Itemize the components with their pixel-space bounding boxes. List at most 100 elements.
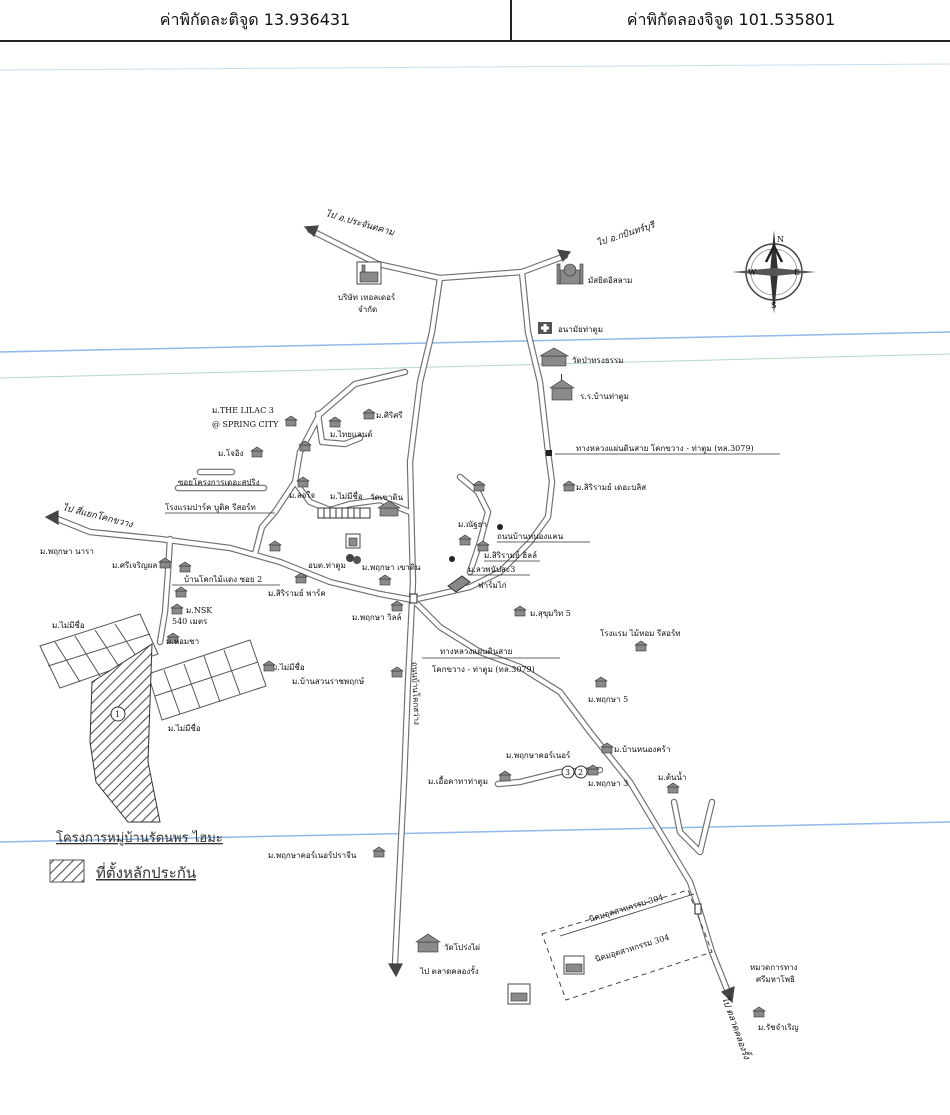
label-lawanpla: ม.ลวพนัปสะ3 [468, 565, 515, 574]
dot-marker [449, 556, 455, 562]
arrow-icon [720, 986, 735, 1004]
label-sirirat: ม.ณัฐธา [458, 520, 487, 529]
label-traffic-police: หมวดการทาง [750, 963, 798, 972]
header-divider [510, 0, 512, 40]
house-icon [390, 600, 404, 612]
label-no-name-1: ม.ไม่มีชื่อ [330, 490, 363, 501]
label-to-market: ไป ตลาดคลองรั้ง [419, 965, 479, 976]
label-industrial-304: นิคมอุตสาหกรรม 304 [588, 893, 665, 924]
label-sukhumvit: ม.สุขุมวิท 5 [530, 609, 571, 618]
label-nsk-distance: 540 เมตร [172, 617, 208, 626]
house-icon [296, 476, 310, 488]
road-network-fill [52, 227, 731, 995]
house-icon [250, 446, 264, 458]
compass-north-mark [764, 243, 784, 263]
label-farm: ฟาร์มไก่ [478, 580, 507, 590]
building-row-icon [317, 507, 371, 519]
label-hom-chan: ม.หอมชา [166, 637, 199, 646]
junction-marker [409, 593, 418, 604]
label-industrial-304b: นิคมอุตสาหกรรม 304 [594, 933, 671, 964]
tree-icon [346, 554, 361, 564]
marker-3-badge [561, 765, 575, 779]
house-icon [158, 557, 172, 569]
legend-title: โครงการหมู่บ้านรัตนพร ไฮมะ [56, 830, 223, 846]
label-ban-nong-khaen: ถนนบ้านหนองแคน [497, 532, 564, 541]
compass-needle-icon [732, 268, 816, 276]
school-icon [549, 374, 575, 401]
collateral-area [89, 643, 161, 823]
label-ekkachai: ม.เอื้อคาทาท่าตูม [428, 775, 488, 787]
label-no-name-4: ม.ไม่มีชื่อ [168, 722, 201, 733]
label-sri-charoen: ม.ศรีเจริญผล [112, 561, 157, 570]
label-resort: โรงแรมปาร์ค บูติค รีสอร์ท [165, 502, 256, 513]
label-wat-khao-din: วัดเขาดิน [370, 493, 404, 502]
label-phruksa-khao: ม.พฤกษา เขาดิน [362, 563, 421, 572]
house-icon [166, 632, 180, 644]
label-mosque: มัสยิดอิสลาม [588, 276, 632, 285]
label-ban-suan: ม.บ้านสวนราชพฤกษ์ [292, 676, 364, 686]
house-icon [600, 742, 614, 754]
label-to-market-2: ไป ตลาดคลองรั้ง [719, 995, 754, 1062]
label-underline [559, 893, 695, 937]
junction-marker [694, 903, 702, 915]
marker-2-badge [574, 765, 588, 779]
house-icon [472, 480, 486, 492]
factory-icon [563, 955, 585, 975]
house-icon [298, 440, 312, 452]
arrow-icon [556, 249, 572, 263]
label-ratcharan: ม.รัชจำเริญ [758, 1023, 799, 1032]
label-sirisri: ม.ศิริศรี [376, 411, 403, 420]
label-highway-3079-mid-2: โคกขวาง - ท่าตูม (ทล.3079) [432, 664, 535, 675]
arrow-icon [44, 510, 59, 526]
label-road-vertical: ถนนบ้านโคกสว่าง [410, 662, 422, 725]
legend-collateral-swatch [49, 859, 85, 883]
latitude-label: ค่าพิกัดละติจูด 13.936431 [159, 10, 351, 29]
scan-line [0, 821, 950, 843]
industrial-zone [541, 889, 713, 1001]
house-icon [294, 572, 308, 584]
house-icon [562, 480, 576, 492]
label-lilac: ม.THE LILAC 3 [212, 406, 274, 415]
compass-n: N [777, 235, 784, 244]
house-icon [476, 540, 490, 552]
label-phruksa-nara: ม.พฤกษา นารา [40, 547, 94, 556]
label-jojo: ม.โจอิง [218, 448, 244, 458]
label-factory-2: จำกัด [358, 305, 377, 314]
dot-marker [497, 524, 503, 530]
scan-line [0, 353, 950, 379]
label-school: ร.ร.บ้านท่าตูม [580, 392, 629, 402]
label-phruksa-corner-prai: ม.พฤกษาคอร์เนอร์ปราจีน [268, 850, 357, 860]
house-icon [262, 660, 276, 672]
scan-line [0, 63, 950, 71]
local-office-icon [345, 533, 361, 549]
direction-arrows [44, 225, 735, 1004]
label-no-name-2: ม.ไม่มีชื่อ [52, 619, 85, 630]
label-nsk: ม.NSK [186, 606, 213, 615]
house-icon [174, 586, 188, 598]
temple-icon [538, 347, 570, 367]
marker-1: 1 [115, 710, 120, 719]
compass-rose: N S E W [732, 230, 816, 314]
house-icon [390, 666, 404, 678]
house-icon [178, 561, 192, 573]
coordinate-header: ค่าพิกัดละติจูด 13.936431 ค่าพิกัดลองจิจ… [0, 0, 950, 42]
house-icon [328, 416, 342, 428]
label-zone-project: ซอยโครงการเดอะสปริง [178, 477, 260, 487]
label-to-prachantakham: ไป อ.ประจันตคาม [324, 207, 397, 238]
temple-icon [415, 933, 441, 953]
junction-marker [546, 450, 552, 456]
house-icon [362, 408, 376, 420]
house-icon [752, 1006, 766, 1018]
label-phruksa-corner: ม.พฤกษาคอร์เนอร์ [506, 750, 571, 760]
house-icon [513, 605, 527, 617]
label-local-office: อบต.ท่าตูม [308, 561, 346, 571]
marker-3: 3 [565, 768, 570, 777]
location-map: ไป อ.ประจันตคาม ไป อ.กบินทร์บุรี ไป สี่แ… [0, 63, 950, 1062]
compass-s: S [771, 301, 776, 310]
label-ban-khok: บ้านโคกไม้แดง ซอย 2 [184, 574, 262, 584]
label-phruksa-ville: ม.พฤกษา วิลล์ [352, 612, 401, 622]
house-icon [458, 534, 472, 546]
mosque-icon [556, 263, 584, 285]
legend-collateral-label: ที่ตั้งหลักประกัน [96, 862, 196, 882]
house-icon [634, 640, 648, 652]
